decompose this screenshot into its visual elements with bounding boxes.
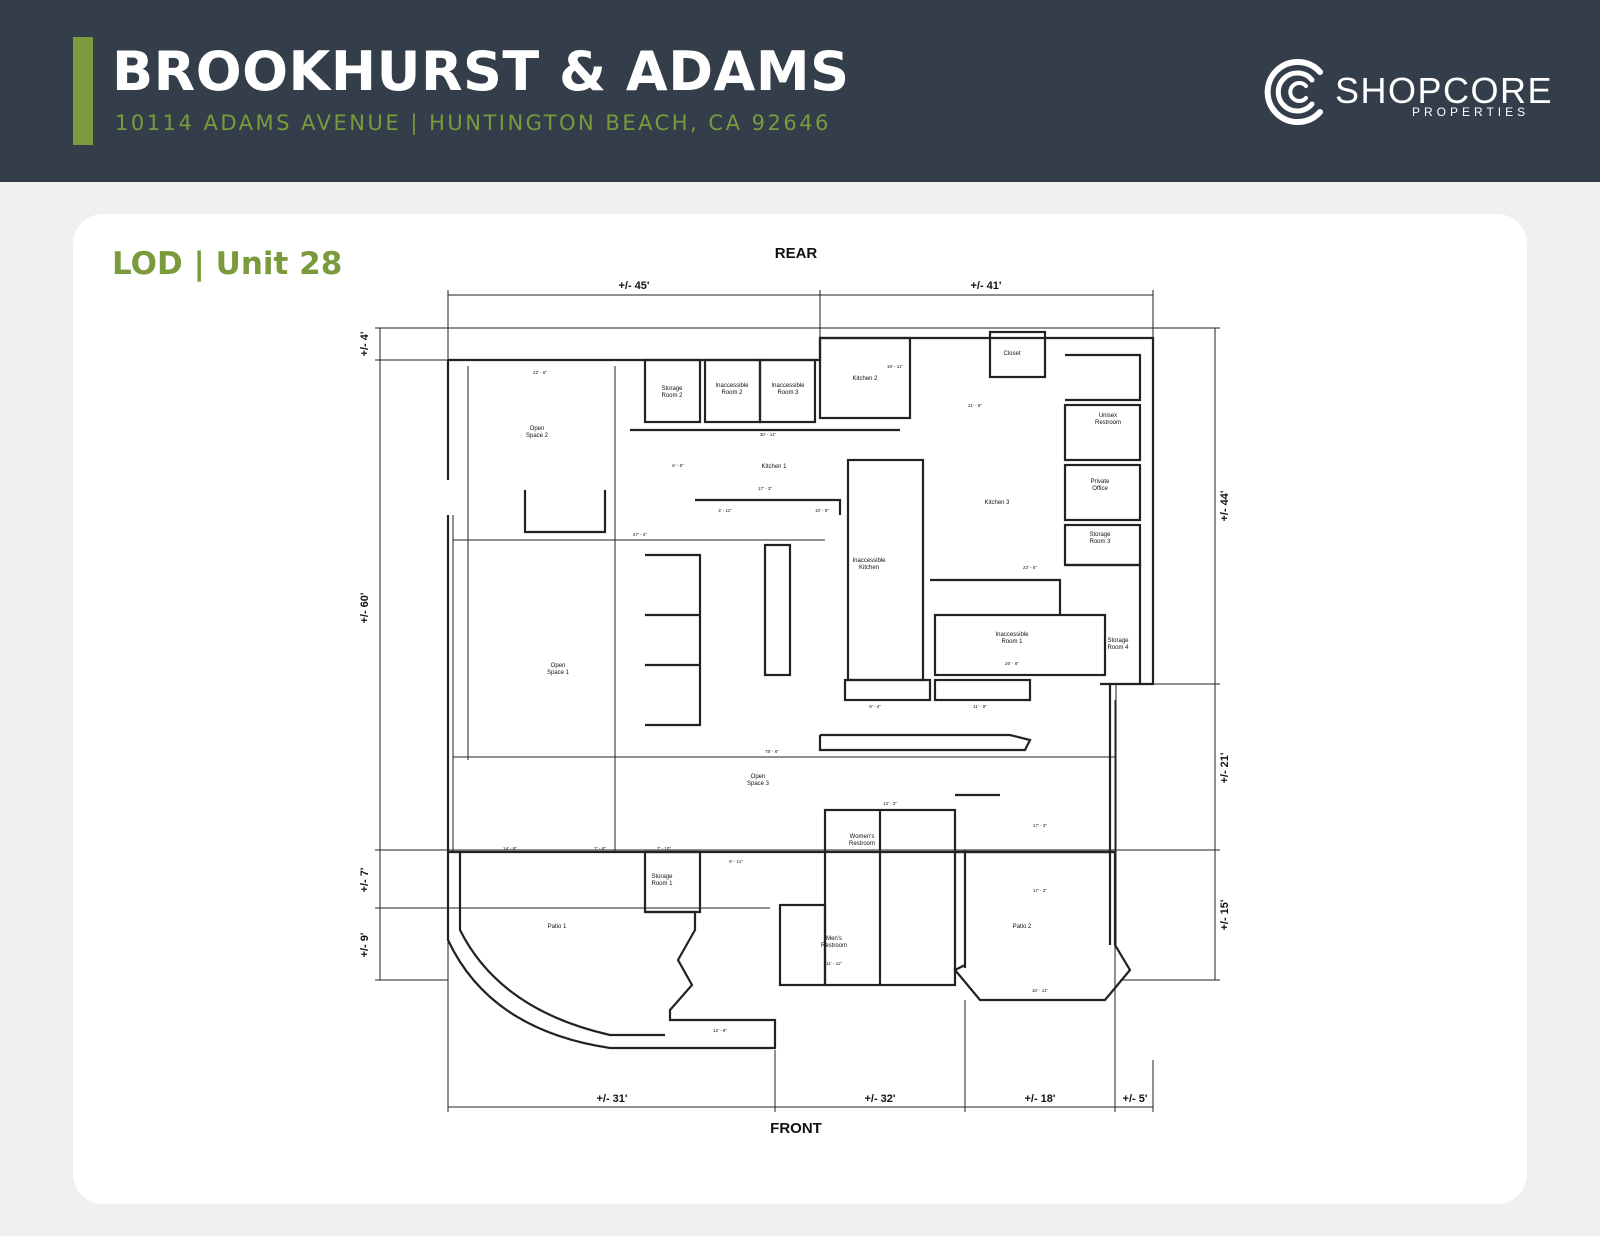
dim-label: 13' - 3" (883, 801, 897, 806)
orientation-rear: REAR (775, 245, 818, 262)
dim-label: 11' - 11" (826, 961, 842, 966)
dim-label: 78' - 6" (765, 749, 779, 754)
dim-left-2: +/- 60' (359, 592, 371, 623)
dim-label: 21' - 9" (968, 403, 982, 408)
unit-title: LOD | Unit 28 (112, 246, 343, 282)
dim-label: 17' - 3" (1033, 888, 1047, 893)
dim-label: 7' - 10" (657, 846, 671, 851)
dim-bottom-1: +/- 31' (596, 1093, 627, 1105)
orientation-front: FRONT (770, 1120, 822, 1137)
room-kitchen-3: Kitchen 3 (984, 500, 1010, 506)
dim-label: 10' - 8" (815, 508, 829, 513)
floor-plan: REAR FRONT +/- 45' +/- 41' +/- 31' +/- 3… (340, 240, 1280, 1170)
dim-label: 9' - 4" (869, 704, 881, 709)
dim-label: 7' - 8" (594, 846, 606, 851)
dim-right-3: +/- 15' (1219, 899, 1231, 930)
dim-left-1: +/- 4' (359, 331, 371, 356)
dim-label: 3' - 11" (718, 508, 732, 513)
dim-label: 17' - 3" (758, 486, 772, 491)
page-title: BROOKHURST & ADAMS (112, 40, 850, 103)
dim-label: 14' - 8" (503, 846, 517, 851)
dim-top-1: +/- 45' (618, 280, 649, 292)
dim-label: 22' - 6" (533, 370, 547, 375)
dim-bottom-2: +/- 32' (864, 1093, 895, 1105)
dim-label: 11' - 9" (973, 704, 987, 709)
floor-plan-card (73, 214, 1527, 1204)
dim-label: 12' - 8" (713, 1028, 727, 1033)
dim-right-1: +/- 44' (1219, 490, 1231, 521)
floor-plan-drawing: REAR FRONT +/- 45' +/- 41' +/- 31' +/- 3… (359, 245, 1231, 1137)
room-closet: Closet (1003, 351, 1020, 357)
dim-label: 8' - 11" (729, 859, 743, 864)
dim-right-2: +/- 21' (1219, 752, 1231, 783)
dim-label: 16' - 11" (1032, 988, 1049, 993)
dim-label: 19' - 11" (887, 364, 904, 369)
dim-top-2: +/- 41' (970, 280, 1001, 292)
dim-label: 30' - 11" (760, 432, 777, 437)
room-kitchen-2: Kitchen 2 (852, 376, 878, 382)
dim-label: 17' - 3" (1033, 823, 1047, 828)
logo-subtitle: PROPERTIES (1412, 105, 1530, 119)
room-patio-1: Patio 1 (548, 924, 567, 930)
logo-name: SHOPCORE (1335, 70, 1554, 111)
shopcore-logo: SHOPCORE PROPERTIES (1262, 56, 1552, 128)
dim-label: 26' - 8" (1005, 661, 1019, 666)
dim-bottom-3: +/- 18' (1024, 1093, 1055, 1105)
room-patio-2: Patio 2 (1013, 924, 1032, 930)
dim-label: 6' - 5" (672, 463, 684, 468)
accent-bar (73, 37, 93, 145)
page-header: BROOKHURST & ADAMS 10114 ADAMS AVENUE | … (0, 0, 1600, 182)
dim-label: 47' - 4" (633, 532, 647, 537)
dim-bottom-4: +/- 5' (1123, 1093, 1148, 1105)
room-kitchen-1: Kitchen 1 (761, 464, 787, 470)
dim-left-4: +/- 9' (359, 932, 371, 957)
dim-label: 23' - 6" (1023, 565, 1037, 570)
property-address: 10114 ADAMS AVENUE | HUNTINGTON BEACH, C… (115, 111, 831, 135)
dim-left-3: +/- 7' (359, 867, 371, 892)
logo-c-icon (1264, 59, 1323, 125)
